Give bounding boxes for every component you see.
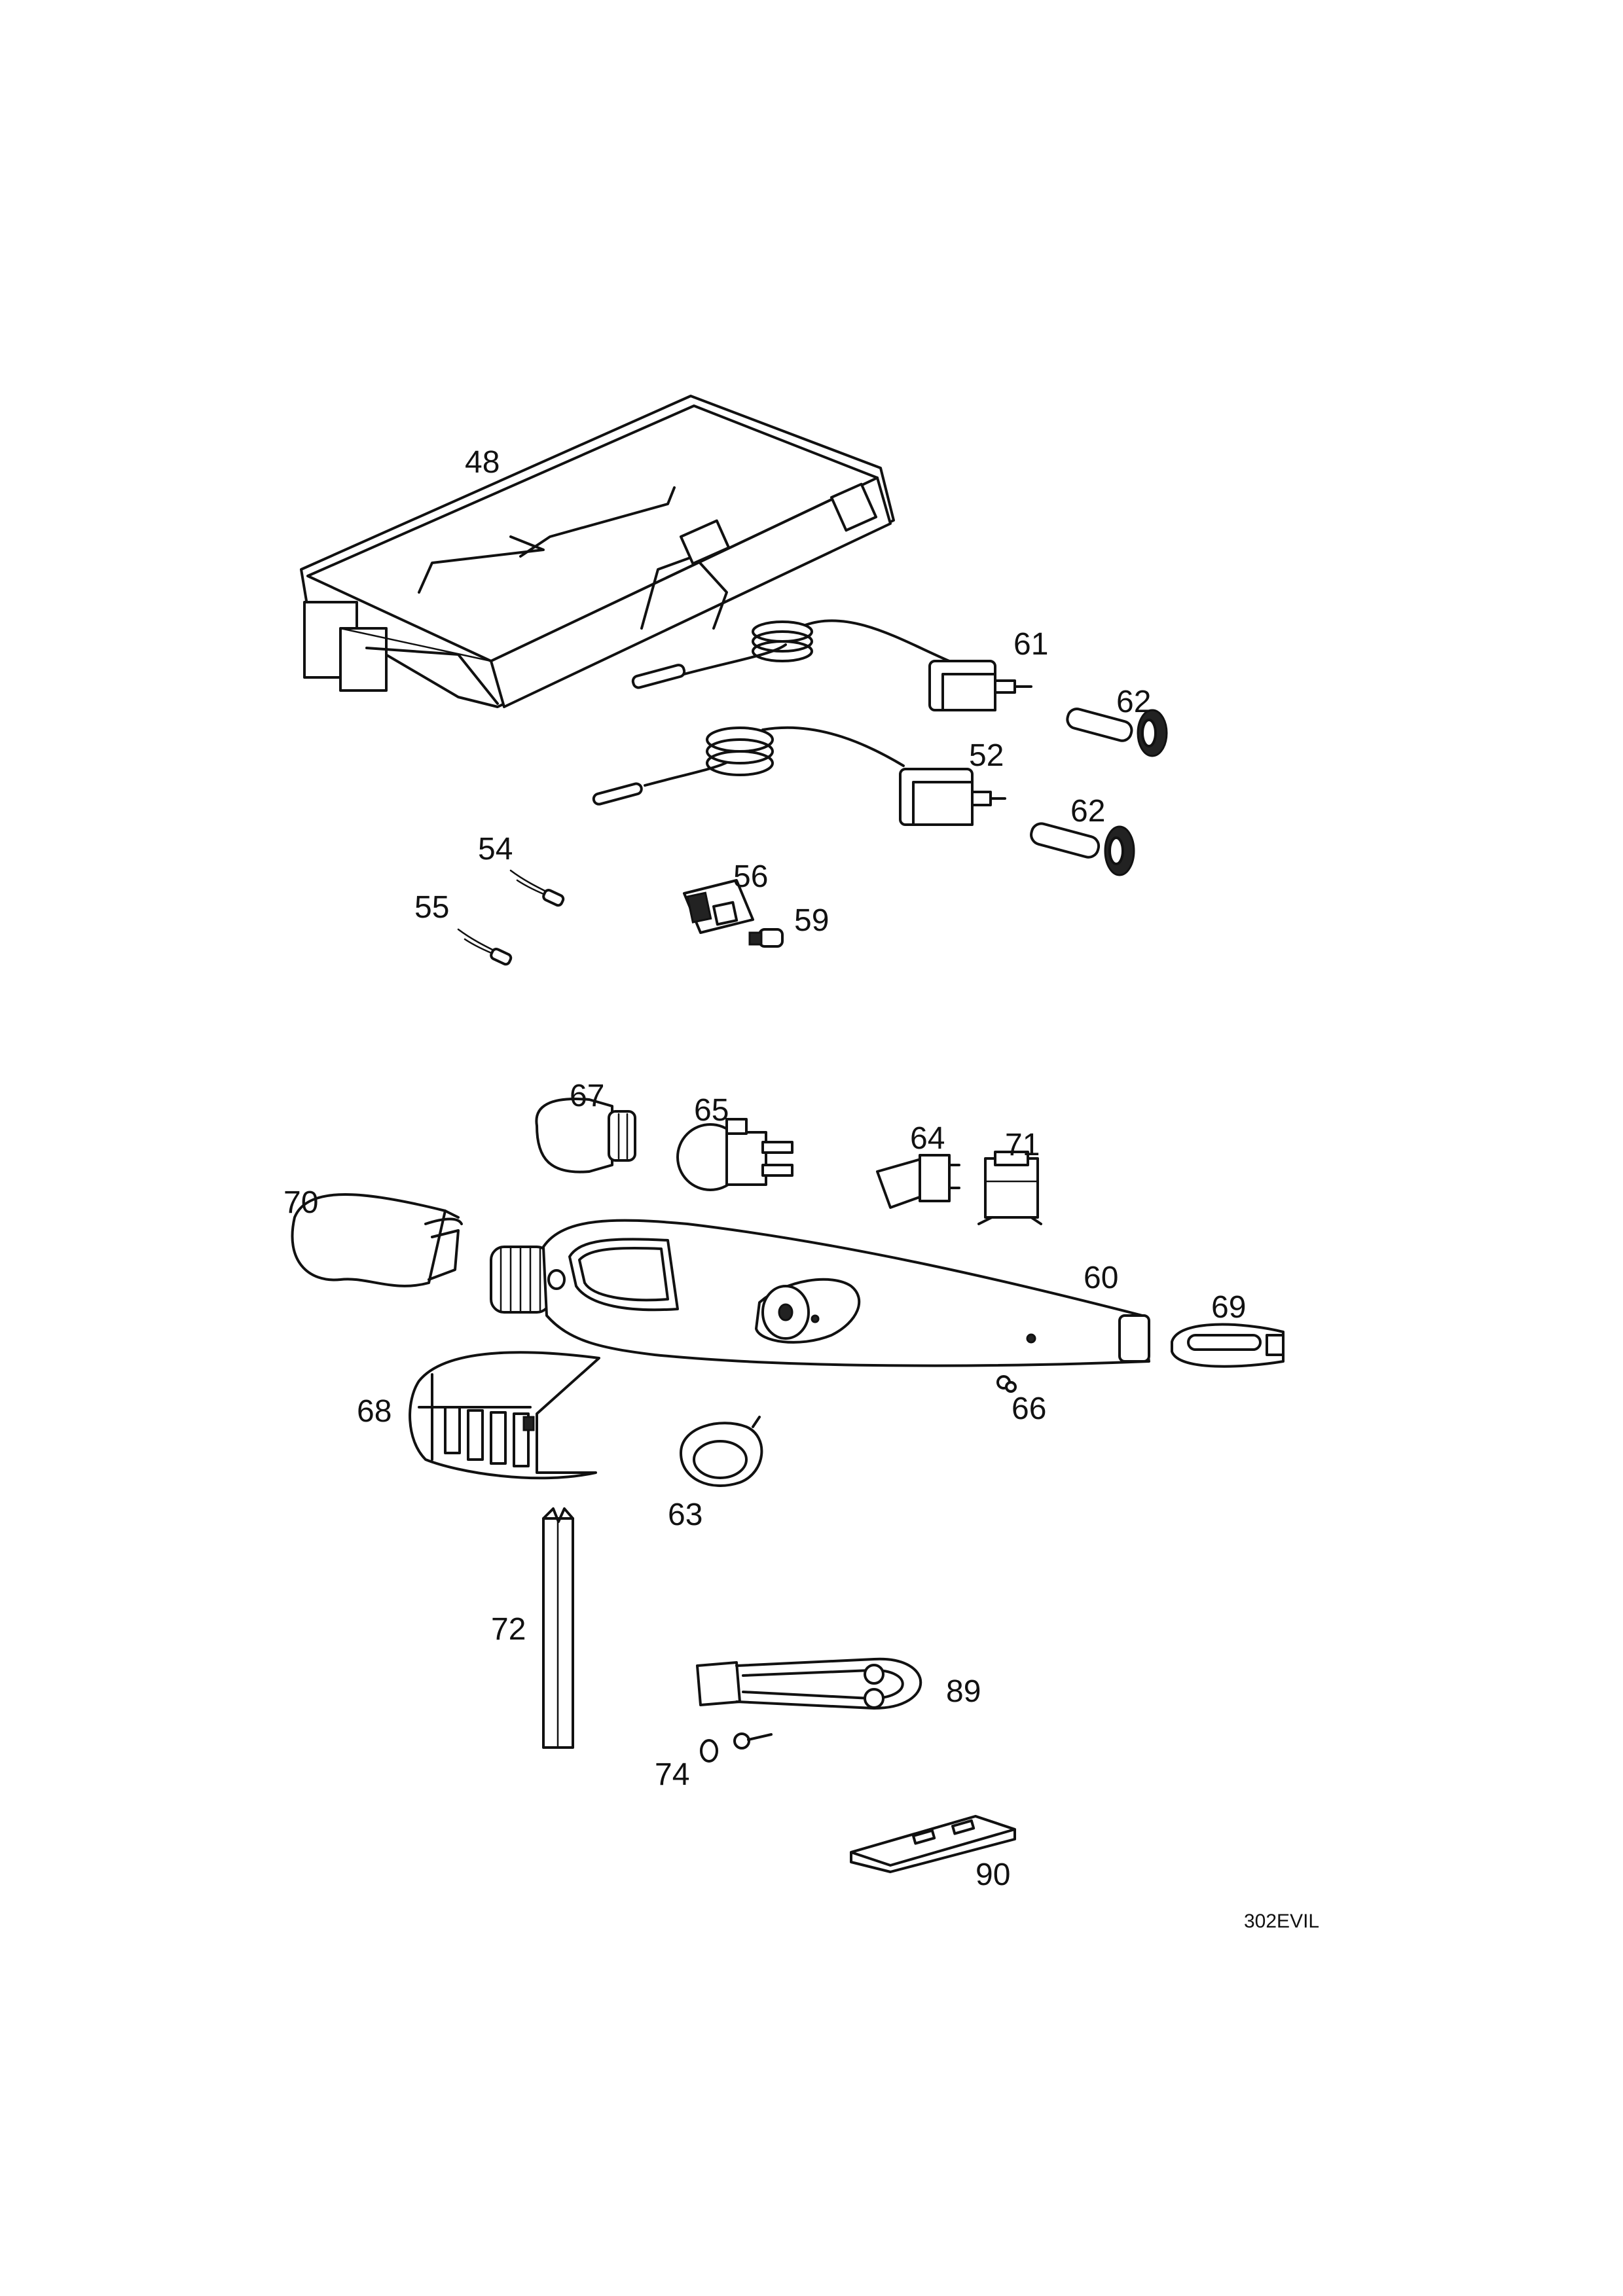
part-89-hinge-bracket (696, 1657, 922, 1710)
callout-65: 65 (694, 1093, 729, 1128)
part-71-switch (977, 1151, 1042, 1225)
callout-62-lower: 62 (1070, 794, 1105, 829)
part-70-lamp-cover (291, 1193, 463, 1287)
callout-66: 66 (1012, 1391, 1046, 1426)
part-54-sensor (509, 869, 565, 907)
part-52-thermostat (592, 726, 1006, 826)
callout-59: 59 (794, 903, 829, 938)
part-90-mounting-plate (850, 1815, 1016, 1873)
part-62-knob-upper (1066, 708, 1168, 757)
callout-89: 89 (946, 1674, 981, 1709)
part-67-bulb-cover (535, 1098, 636, 1174)
callout-54: 54 (478, 832, 513, 867)
callout-90: 90 (976, 1857, 1010, 1892)
callout-52: 52 (969, 738, 1004, 773)
drawing-code: 302EVIL (1244, 1910, 1319, 1932)
part-65-lamp-holder (676, 1118, 793, 1191)
part-68-grille-cover (409, 1351, 600, 1480)
callout-55: 55 (414, 890, 449, 925)
part-56-switch (683, 879, 754, 934)
part-69-lens-clip (1171, 1323, 1285, 1368)
callout-56: 56 (733, 859, 768, 894)
callout-74: 74 (655, 1757, 689, 1792)
callout-48: 48 (465, 445, 500, 480)
part-60-control-panel (490, 1219, 1150, 1367)
part-72-seal-strip (542, 1507, 574, 1749)
part-59-lamp (748, 928, 784, 948)
part-61-thermostat (631, 619, 1032, 711)
callout-labels: 48 61 62 52 62 54 56 55 59 67 65 64 71 7… (283, 445, 1319, 1932)
part-64-switch (876, 1154, 960, 1209)
callout-61: 61 (1013, 627, 1048, 662)
callout-64: 64 (910, 1121, 945, 1156)
callout-70: 70 (283, 1185, 318, 1220)
part-66-screw (996, 1375, 1017, 1393)
part-74-washer-screw (700, 1732, 773, 1763)
callout-69: 69 (1211, 1290, 1246, 1325)
part-48-control-housing (300, 395, 895, 708)
part-62-knob-lower (1030, 822, 1135, 876)
callout-63: 63 (668, 1498, 702, 1532)
callout-62-upper: 62 (1116, 685, 1151, 719)
callout-67: 67 (570, 1079, 604, 1113)
part-55-sensor (457, 928, 513, 966)
callout-71: 71 (1005, 1128, 1040, 1162)
part-63-knob (680, 1416, 763, 1487)
callout-68: 68 (357, 1394, 392, 1429)
callout-60: 60 (1084, 1261, 1118, 1295)
callout-72: 72 (491, 1612, 526, 1647)
